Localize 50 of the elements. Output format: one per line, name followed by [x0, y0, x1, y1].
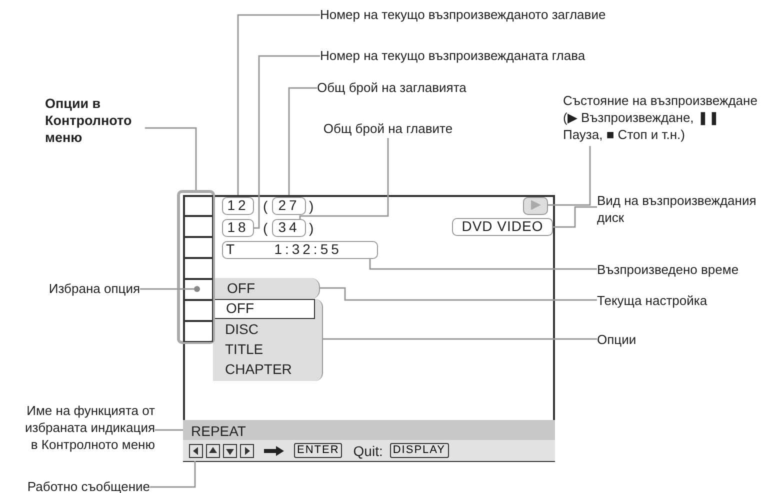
leader-line	[553, 206, 597, 228]
key-label: ENTER	[294, 443, 342, 458]
parenthesis: )	[309, 197, 314, 215]
message-bar	[183, 440, 555, 461]
leader-line	[369, 259, 597, 270]
callout-text: Общ брой на главите	[313, 120, 463, 138]
options-list	[213, 299, 323, 381]
leader-line	[320, 287, 597, 301]
option-item: DISC	[224, 320, 260, 339]
leader-line	[288, 87, 317, 195]
leader-line	[145, 127, 197, 190]
callout-text: Вид на възпроизвеждания диск	[597, 192, 757, 228]
callout-text: Текуща настройка	[597, 292, 757, 309]
callout-text: Име на функцията от избраната индикация в Контролното меню	[25, 402, 155, 456]
key-label: DISPLAY	[390, 443, 449, 458]
option-item: TITLE	[224, 340, 264, 359]
callout-text: Възпроизведено време	[597, 261, 757, 278]
selection-dot	[194, 286, 200, 292]
callout-text: Избрана опция	[30, 280, 140, 298]
leader-line	[254, 55, 320, 229]
parenthesis: (	[263, 197, 268, 215]
function-name-bar: REPEAT	[183, 420, 555, 440]
setting-value: OFF	[215, 278, 320, 299]
time-display: T 1:32:55	[222, 241, 378, 259]
status-indicator	[523, 197, 548, 215]
parenthesis: )	[309, 219, 314, 237]
callout-text: Общ брой на заглавията	[317, 79, 517, 97]
leader-line	[155, 429, 183, 431]
callout-text: Опции в Контролното меню	[45, 95, 145, 149]
leader-line	[140, 288, 194, 290]
option-item: OFF	[213, 299, 315, 319]
number-display: 18	[222, 219, 254, 237]
leader-line	[237, 14, 320, 195]
number-display: 27	[272, 197, 306, 215]
number-display: 12	[222, 197, 254, 215]
callout-text: Опции	[597, 331, 757, 348]
quit-text: Quit:	[353, 442, 383, 460]
parenthesis: (	[263, 219, 268, 237]
leader-line	[323, 338, 597, 340]
leader-line	[299, 138, 389, 219]
leader-line	[548, 146, 591, 206]
menu-icon-column	[177, 190, 215, 344]
screen-frame	[183, 195, 555, 462]
disc-type-label: DVD VIDEO	[452, 218, 553, 236]
callout-text: Състояние на възпроизвеждане (▶ Възпроизвеждане, ❚❚ Пауза, ■ Стоп и т.н.)	[563, 92, 760, 146]
option-item: CHAPTER	[224, 360, 293, 379]
leader-line	[150, 461, 196, 488]
callout-text: Номер на текущо възпроизвежданото заглавие	[320, 6, 650, 24]
callout-text: Номер на текущо възпроизвежданата глава	[320, 47, 650, 65]
number-display: 34	[272, 219, 306, 237]
